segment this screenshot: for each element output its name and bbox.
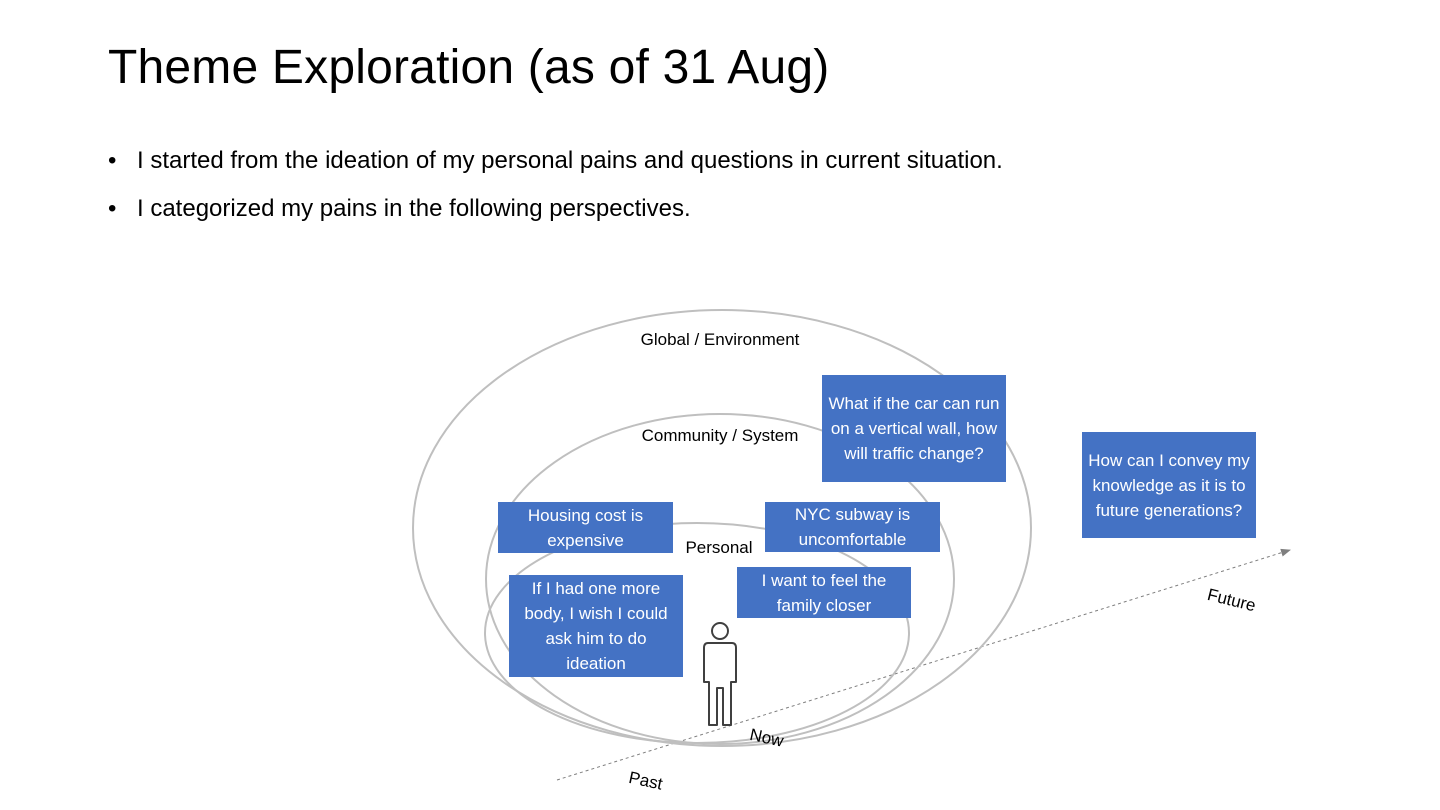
bullet-text: I started from the ideation of my person… <box>137 147 1003 174</box>
bullet-dot-icon: • <box>108 195 117 222</box>
bullet-item: • I started from the ideation of my pers… <box>108 142 1003 190</box>
bullet-text: I categorized my pains in the following … <box>137 195 691 222</box>
person-icon <box>703 622 737 726</box>
pain-box-knowledge: How can I convey my knowledge as it is t… <box>1082 432 1256 538</box>
pain-box-housing: Housing cost is expensive <box>498 502 673 553</box>
bullet-item: • I categorized my pains in the followin… <box>108 190 1003 238</box>
ring-label-community: Community / System <box>641 426 799 445</box>
pain-box-vertical-car: What if the car can run on a vertical wa… <box>822 375 1006 482</box>
personal-ring <box>484 522 910 744</box>
community-ring <box>485 413 955 745</box>
bullet-dot-icon: • <box>108 147 117 174</box>
global-ring <box>412 309 1032 747</box>
bullet-list: • I started from the ideation of my pers… <box>108 142 1003 238</box>
ring-label-global: Global / Environment <box>640 330 800 349</box>
pain-box-family: I want to feel the family closer <box>737 567 911 618</box>
pain-box-subway: NYC subway is uncomfortable <box>765 502 940 552</box>
ring-label-personal: Personal <box>685 538 753 557</box>
pain-box-extra-body: If I had one more body, I wish I could a… <box>509 575 683 677</box>
slide-title: Theme Exploration (as of 31 Aug) <box>108 41 830 94</box>
